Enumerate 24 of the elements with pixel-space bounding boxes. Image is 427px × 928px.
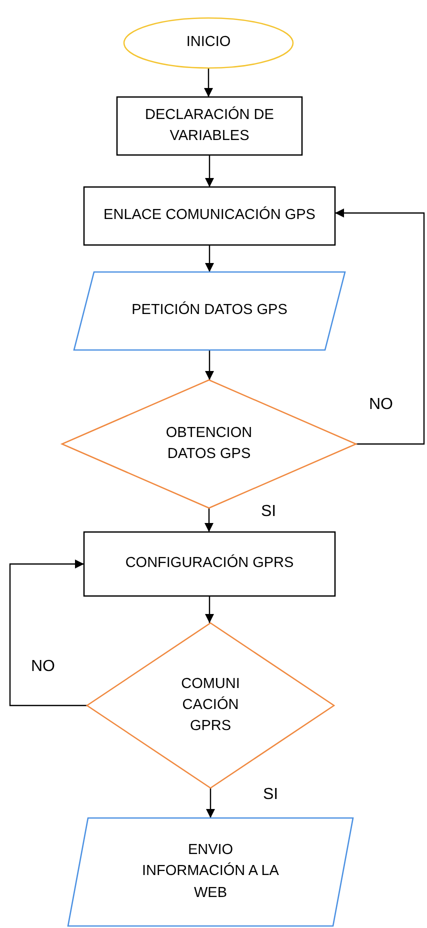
arrow [204,68,213,97]
node-label: CONFIGURACIÓN GPRS [124,553,294,574]
decision-diamond [87,623,334,788]
arrow [205,350,214,380]
node-label: PETICIÓN DATOS GPS [130,300,288,320]
process-box [117,97,302,155]
arrow [205,245,214,272]
node-label: ENVIO INFORMACIÓN A LA WEB [141,841,280,902]
node-label: ENLACE COMUNICACIÓN GPS [102,205,316,226]
node-label: INICIO [185,33,232,52]
process-box [84,532,335,596]
node-label: OBTENCION DATOS GPS [164,424,254,464]
start-ellipse [124,18,293,68]
node-label: COMUNI CACIÓN GPRS [180,674,241,736]
arrow [204,508,214,532]
node-label: DECLARACIÓN DE VARIABLES [144,105,275,146]
arrow [9,560,87,706]
arrow [205,155,214,187]
input-output-parallelogram [68,818,353,926]
input-output-parallelogram [74,272,345,350]
arrow [205,596,214,623]
process-box [84,187,335,245]
arrow [206,788,215,818]
arrow [335,208,425,445]
